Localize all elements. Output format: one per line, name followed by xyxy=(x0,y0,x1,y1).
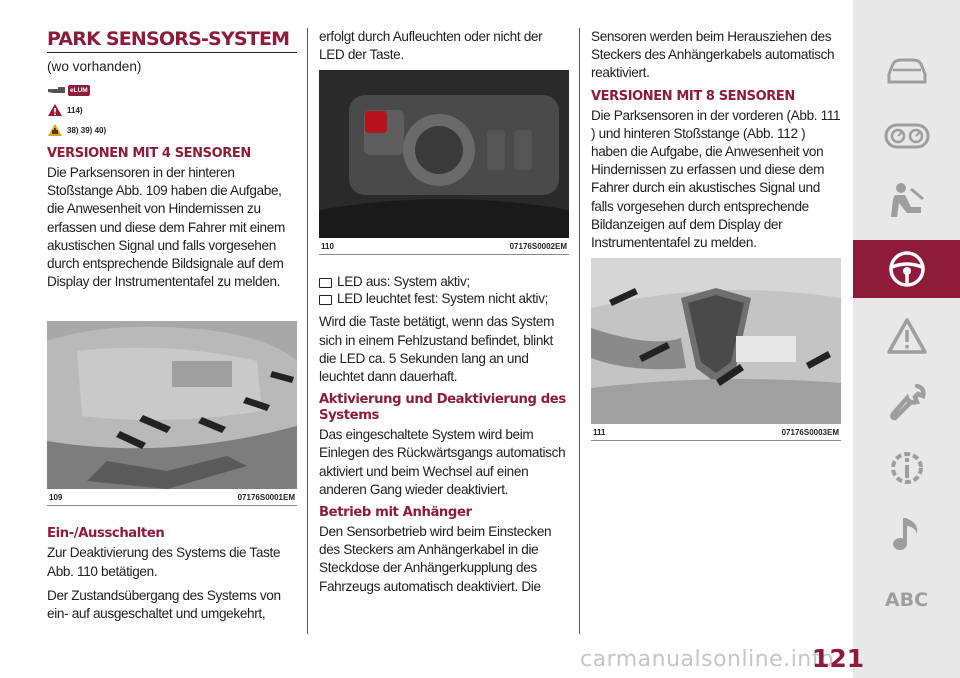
technical-data-icon xyxy=(890,452,923,484)
sidebar-item-driving[interactable] xyxy=(853,240,960,298)
sidebar-item-technical-data[interactable] xyxy=(853,440,960,496)
elum-badge: eLUM xyxy=(68,84,90,96)
section-title: PARK SENSORS-SYSTEM xyxy=(47,28,297,53)
figure-110-caption: 110 07176S0002EM xyxy=(319,238,569,256)
watermark: carmanualsonline.info xyxy=(580,647,834,672)
column-divider xyxy=(579,28,580,634)
bullet-box-icon xyxy=(319,277,332,288)
steering-wheel-icon xyxy=(888,251,925,287)
figure-110-sensor-button xyxy=(319,70,569,239)
sidebar-item-emergency[interactable] xyxy=(853,308,960,364)
chapter-sidebar: ABC xyxy=(853,0,960,678)
paragraph-trailer: Den Sensorbetrieb wird beim Einstecken d… xyxy=(319,524,552,594)
front-bumper-illustration xyxy=(591,258,841,425)
index-label: ABC xyxy=(884,589,929,611)
list-item: LED leuchtet fest: System nicht aktiv; xyxy=(319,290,569,307)
seat-safety-icon xyxy=(890,183,924,217)
figure-111-caption: 111 07176S0003EM xyxy=(591,424,841,442)
page-number: 121 xyxy=(812,644,865,673)
warning-triangle-icon xyxy=(886,318,927,354)
heading-activation: Aktivierung und Deaktivierung des System… xyxy=(319,392,566,424)
dashboard-button-illustration xyxy=(319,70,569,239)
icon-row-elum: eLUM xyxy=(47,80,297,100)
caution-references: 38) 39) 40) xyxy=(67,125,107,135)
paragraph-continued: erfolgt durch Aufleuchten oder nicht der… xyxy=(319,29,543,63)
availability-note: (wo vorhanden) xyxy=(47,59,142,74)
figure-111-front-bumper xyxy=(591,258,841,425)
bullet-box-icon xyxy=(319,294,332,305)
figure-109-caption: 109 07176S0001EM xyxy=(47,489,297,507)
warning-triangle-icon xyxy=(48,104,62,116)
heading-on-off: Ein-/Ausschalten xyxy=(47,526,165,542)
heading-8-sensors: VERSIONEN MIT 8 SENSOREN xyxy=(591,88,795,104)
figure-code: 07176S0003EM xyxy=(781,428,839,438)
paragraph-fault: Wird die Taste betätigt, wenn das System… xyxy=(319,314,555,385)
paragraph-activation: Das eingeschaltete System wird beim Einl… xyxy=(319,427,566,497)
sidebar-item-car[interactable] xyxy=(853,43,960,99)
warning-references: 114) xyxy=(67,105,83,115)
wrench-icon xyxy=(889,383,926,421)
rear-bumper-illustration xyxy=(47,321,297,490)
paragraph-4-sensors: Die Parksensoren in der hinteren Stoßsta… xyxy=(47,165,285,290)
icon-row-caution: 38) 39) 40) xyxy=(47,120,297,140)
sidebar-item-instruments[interactable] xyxy=(853,108,960,164)
figure-number: 111 xyxy=(593,428,606,438)
hand-pointer-icon xyxy=(48,87,65,93)
figure-number: 109 xyxy=(49,493,63,503)
list-item: LED aus: System aktiv; xyxy=(319,273,569,290)
figure-109-rear-bumper xyxy=(47,321,297,490)
car-icon xyxy=(887,58,926,84)
paragraph-8-sensors: Die Parksensoren in der vorderen (Abb. 1… xyxy=(591,107,841,251)
caution-hand-icon xyxy=(48,124,62,136)
paragraph-on-off-1: Zur Deaktivierung des Systems die Taste … xyxy=(47,545,281,579)
paragraph-continued: Sensoren werden beim Herausziehen des St… xyxy=(591,29,835,81)
column-2: erfolgt durch Aufleuchten oder nicht der… xyxy=(319,28,569,602)
figure-code: 07176S0002EM xyxy=(509,242,567,252)
column-1: PARK SENSORS-SYSTEM (wo vorhanden) eLUM … xyxy=(47,28,297,629)
heading-trailer: Betrieb mit Anhänger xyxy=(319,505,472,521)
column-3: Sensoren werden beim Herausziehen des St… xyxy=(591,28,841,442)
figure-number: 110 xyxy=(321,242,334,252)
instrument-panel-icon xyxy=(884,123,929,149)
music-note-icon xyxy=(892,518,917,550)
sidebar-item-maintenance[interactable] xyxy=(853,374,960,430)
sidebar-item-index[interactable]: ABC xyxy=(853,572,960,628)
sidebar-item-safety[interactable] xyxy=(853,173,960,229)
paragraph-on-off-2: Der Zustandsübergang des Systems von ein… xyxy=(47,587,281,622)
figure-code: 07176S0001EM xyxy=(237,493,295,503)
column-divider xyxy=(307,28,308,634)
sidebar-item-multimedia[interactable] xyxy=(853,506,960,562)
icon-row-warning: 114) xyxy=(47,100,297,120)
heading-4-sensors: VERSIONEN MIT 4 SENSOREN xyxy=(47,146,251,161)
